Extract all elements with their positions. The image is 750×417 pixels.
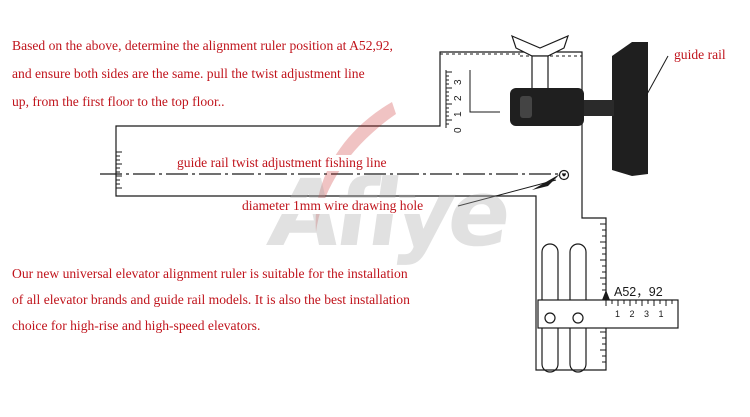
clamp-dashed-frame <box>520 55 583 86</box>
instruction-line-3: up, from the first floor to the top floo… <box>12 94 225 109</box>
lower-scale-number: 2 <box>629 309 635 319</box>
fishing-line-label: guide rail twist adjustment fishing line <box>174 155 390 171</box>
position-pointer <box>602 290 610 300</box>
lower-scale-numbers: 1 2 3 1 <box>615 309 671 319</box>
upper-scale-number: 0 <box>453 127 464 133</box>
left-vertical-scale <box>115 150 122 194</box>
horizontal-ruler <box>537 299 679 329</box>
wire-hole-leader <box>457 179 557 207</box>
instruction-line-2: and ensure both sides are the same. pull… <box>12 66 365 81</box>
upper-scale-number: 3 <box>453 79 464 85</box>
guide-rail-head <box>612 42 648 176</box>
horizontal-ruler-ticks <box>605 300 673 306</box>
description-line-3: choice for high-rise and high-speed elev… <box>12 318 261 333</box>
guide-rail-label: guide rail <box>674 47 726 62</box>
upper-scale-numbers: 3 2 1 0 <box>452 70 466 134</box>
lower-scale-number: 1 <box>658 309 664 319</box>
brand-watermark: Aflye <box>263 160 513 267</box>
ruler-position-callout: A52，92 <box>614 285 663 299</box>
wire-hole-center <box>562 173 566 177</box>
description-line-2: of all elevator brands and guide rail mo… <box>12 292 410 307</box>
wire-hole-label: diameter 1mm wire drawing hole <box>240 198 426 214</box>
guide-rail-leader <box>645 55 669 97</box>
clamp-block-slot <box>520 96 532 118</box>
instruction-line-1: Based on the above, determine the alignm… <box>12 38 393 53</box>
upper-vertical-scale <box>445 70 452 128</box>
lower-scale-number: 3 <box>644 309 650 319</box>
guide-rail-web <box>580 100 614 116</box>
lower-scale-number: 1 <box>615 309 621 319</box>
upper-bracket-outline <box>469 70 500 113</box>
upper-scale-number: 2 <box>453 95 464 101</box>
wing-nut-clamp <box>511 34 569 91</box>
hole-marker-arrow <box>532 174 560 190</box>
ruler-bolt-left <box>544 312 556 324</box>
wire-hole-outer <box>558 169 570 181</box>
ruler-body-outline <box>115 51 607 371</box>
description-line-1: Our new universal elevator alignment rul… <box>12 266 408 281</box>
upper-scale-number: 1 <box>453 111 464 117</box>
ruler-bolt-right <box>572 312 584 324</box>
lower-vertical-scale <box>600 223 606 363</box>
